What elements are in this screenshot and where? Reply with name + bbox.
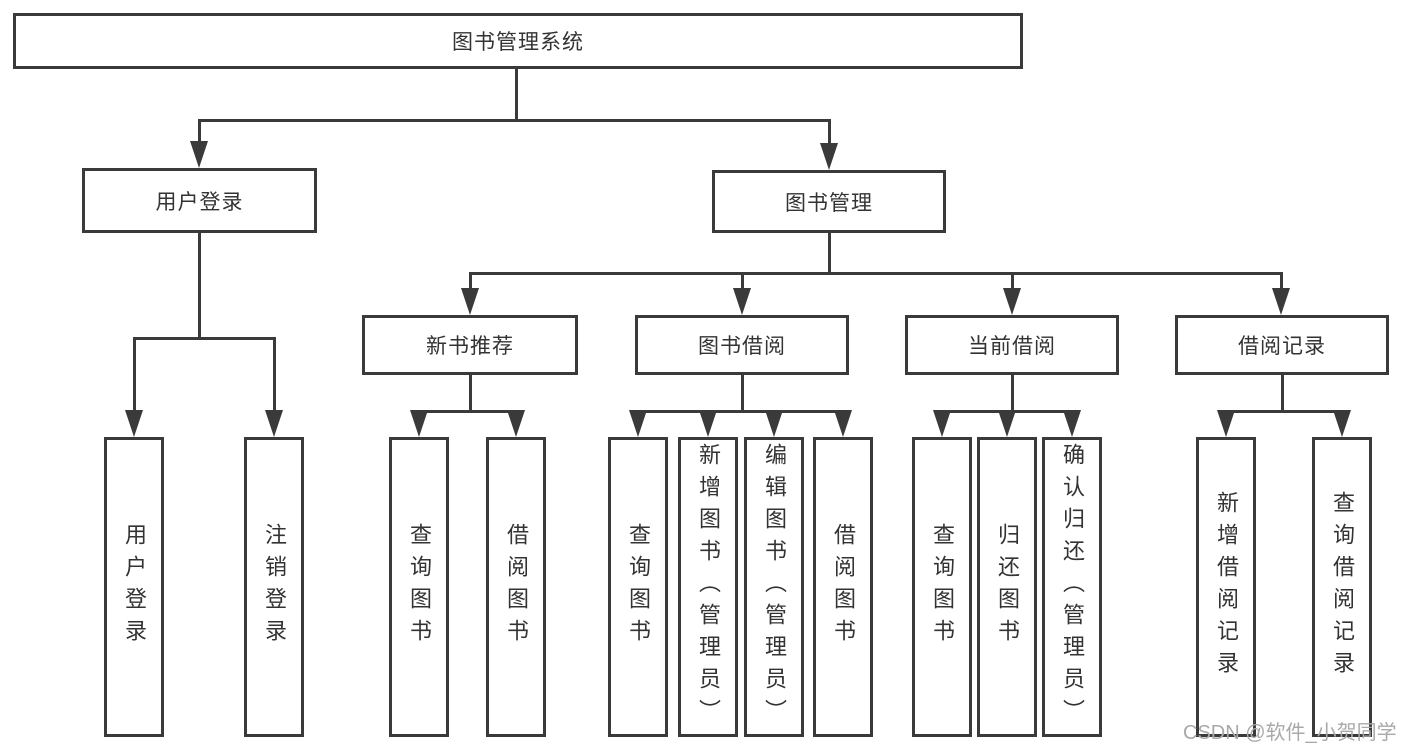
- connector-drop: [469, 272, 472, 291]
- leaf-query-books-current: 查询图书: [912, 437, 972, 737]
- arrow-down-icon: [265, 410, 283, 437]
- connector-stem: [1011, 375, 1014, 413]
- arrow-down-icon: [733, 288, 751, 315]
- arrow-down-icon: [933, 410, 951, 437]
- arrow-down-icon: [699, 410, 717, 437]
- arrow-down-icon: [507, 410, 525, 437]
- connector-drop: [133, 337, 136, 413]
- arrow-down-icon: [1217, 410, 1235, 437]
- leaf-borrow-books: 借阅图书: [813, 437, 873, 737]
- arrow-down-icon: [190, 141, 208, 168]
- connector-drop: [1011, 272, 1014, 291]
- node-book-management: 图书管理: [712, 170, 946, 233]
- connector-level1-rail: [198, 119, 831, 122]
- connector-drop: [273, 337, 276, 413]
- connector-stem: [1281, 375, 1284, 413]
- connector-stem: [198, 233, 201, 339]
- arrow-down-icon: [834, 410, 852, 437]
- watermark: CSDN @软件_小贺同学: [1183, 722, 1397, 744]
- connector-drop: [198, 119, 201, 147]
- connector-rail: [637, 410, 845, 413]
- node-new-book-recommend: 新书推荐: [362, 315, 578, 375]
- node-current-borrow: 当前借阅: [905, 315, 1119, 375]
- leaf-edit-book-admin: 编辑图书（管理员）: [744, 437, 804, 737]
- connector-drop: [741, 272, 744, 291]
- arrow-down-icon: [998, 410, 1016, 437]
- connector-drop: [828, 119, 831, 147]
- arrow-down-icon: [1003, 288, 1021, 315]
- connector-stem: [469, 375, 472, 413]
- arrow-down-icon: [1272, 288, 1290, 315]
- arrow-down-icon: [820, 143, 838, 170]
- connector-stem: [741, 375, 744, 413]
- node-user-login: 用户登录: [82, 168, 317, 233]
- leaf-add-borrow-record: 新增借阅记录: [1196, 437, 1256, 737]
- arrow-down-icon: [1063, 410, 1081, 437]
- leaf-user-login: 用户登录: [104, 437, 164, 737]
- node-book-borrow: 图书借阅: [635, 315, 849, 375]
- connector-rail: [133, 337, 276, 340]
- connector-drop: [1280, 272, 1283, 291]
- leaf-borrow-books-recommend: 借阅图书: [486, 437, 546, 737]
- arrow-down-icon: [461, 288, 479, 315]
- arrow-down-icon: [125, 410, 143, 437]
- arrow-down-icon: [765, 410, 783, 437]
- leaf-query-books-borrow: 查询图书: [608, 437, 668, 737]
- connector-rail: [418, 410, 519, 413]
- leaf-query-borrow-record: 查询借阅记录: [1312, 437, 1372, 737]
- node-borrow-records: 借阅记录: [1175, 315, 1389, 375]
- node-root: 图书管理系统: [13, 13, 1023, 69]
- leaf-logout: 注销登录: [244, 437, 304, 737]
- leaf-query-books-recommend: 查询图书: [389, 437, 449, 737]
- leaf-add-book-admin: 新增图书（管理员）: [678, 437, 738, 737]
- connector-root-stem: [515, 69, 518, 121]
- arrow-down-icon: [629, 410, 647, 437]
- arrow-down-icon: [1333, 410, 1351, 437]
- connector-stem: [828, 233, 831, 274]
- connector-rail: [1225, 410, 1344, 413]
- leaf-confirm-return-admin: 确认归还（管理员）: [1042, 437, 1102, 737]
- arrow-down-icon: [410, 410, 428, 437]
- leaf-return-books: 归还图书: [977, 437, 1037, 737]
- connector-level2-rail: [469, 272, 1283, 275]
